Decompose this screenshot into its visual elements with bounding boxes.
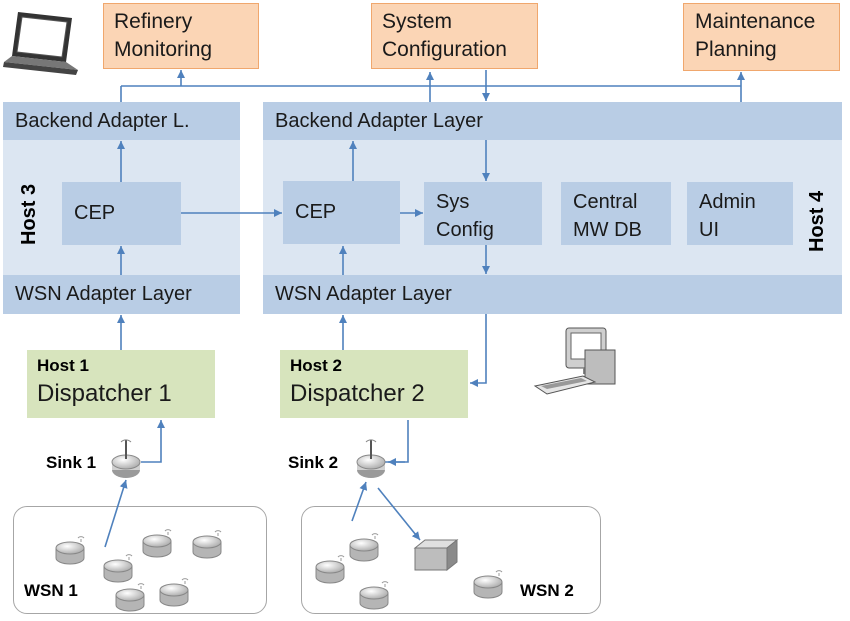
component-label: CEP — [74, 202, 116, 224]
dispatcher-1: Host 1 Dispatcher 1 — [27, 350, 215, 418]
refinery-monitoring-app: Refinery Monitoring — [103, 3, 259, 69]
host4-sys-config: Sys Config — [424, 182, 542, 245]
wsn2-label: WSN 2 — [520, 581, 574, 600]
sink-antenna-icon — [356, 439, 386, 478]
component-label: MW DB — [573, 219, 642, 241]
system-configuration-app: System Configuration — [371, 3, 538, 69]
app-label-line: Planning — [695, 38, 777, 61]
layer-label: WSN Adapter Layer — [275, 283, 452, 305]
host4-backend-adapter: Backend Adapter Layer — [263, 102, 842, 140]
sink-antenna-icon — [111, 439, 141, 478]
component-label: UI — [699, 219, 719, 241]
host3-cep: CEP — [62, 182, 181, 245]
host3-backend-adapter: Backend Adapter L. — [3, 102, 240, 140]
dispatcher-host-label: Host 1 — [37, 356, 89, 375]
component-label: Sys — [436, 191, 470, 213]
host4-cep: CEP — [283, 181, 400, 244]
app-label-line: Refinery — [114, 10, 193, 33]
component-label: CEP — [295, 201, 337, 223]
app-label-line: Configuration — [382, 38, 507, 61]
desktop-computer-icon — [533, 327, 616, 395]
wsn1-label: WSN 1 — [24, 581, 78, 600]
component-label: Config — [436, 219, 494, 241]
host4-central-mw-db: Central MW DB — [561, 182, 671, 245]
host4-label: Host 4 — [806, 190, 828, 252]
component-label: Central — [573, 191, 638, 213]
host3-label: Host 3 — [18, 183, 40, 245]
dispatcher-name: Dispatcher 1 — [37, 380, 172, 407]
host3-wsn-adapter: WSN Adapter Layer — [3, 275, 240, 314]
sink1-label: Sink 1 — [46, 453, 97, 472]
maintenance-planning-app: Maintenance Planning — [683, 3, 840, 71]
dispatcher-name: Dispatcher 2 — [290, 380, 425, 407]
layer-label: Backend Adapter Layer — [275, 109, 483, 132]
host4-wsn-adapter: WSN Adapter Layer — [263, 275, 842, 314]
layer-label: Backend Adapter L. — [15, 109, 190, 132]
sink2-label: Sink 2 — [288, 453, 339, 472]
app-label-line: System — [382, 10, 453, 33]
layer-label: WSN Adapter Layer — [15, 283, 192, 305]
app-label-line: Maintenance — [695, 10, 816, 33]
app-label-line: Monitoring — [114, 38, 213, 61]
host4-admin-ui: Admin UI — [687, 182, 793, 245]
dispatcher-2: Host 2 Dispatcher 2 — [280, 350, 468, 418]
component-label: Admin — [699, 191, 756, 213]
dispatcher-host-label: Host 2 — [290, 356, 342, 375]
